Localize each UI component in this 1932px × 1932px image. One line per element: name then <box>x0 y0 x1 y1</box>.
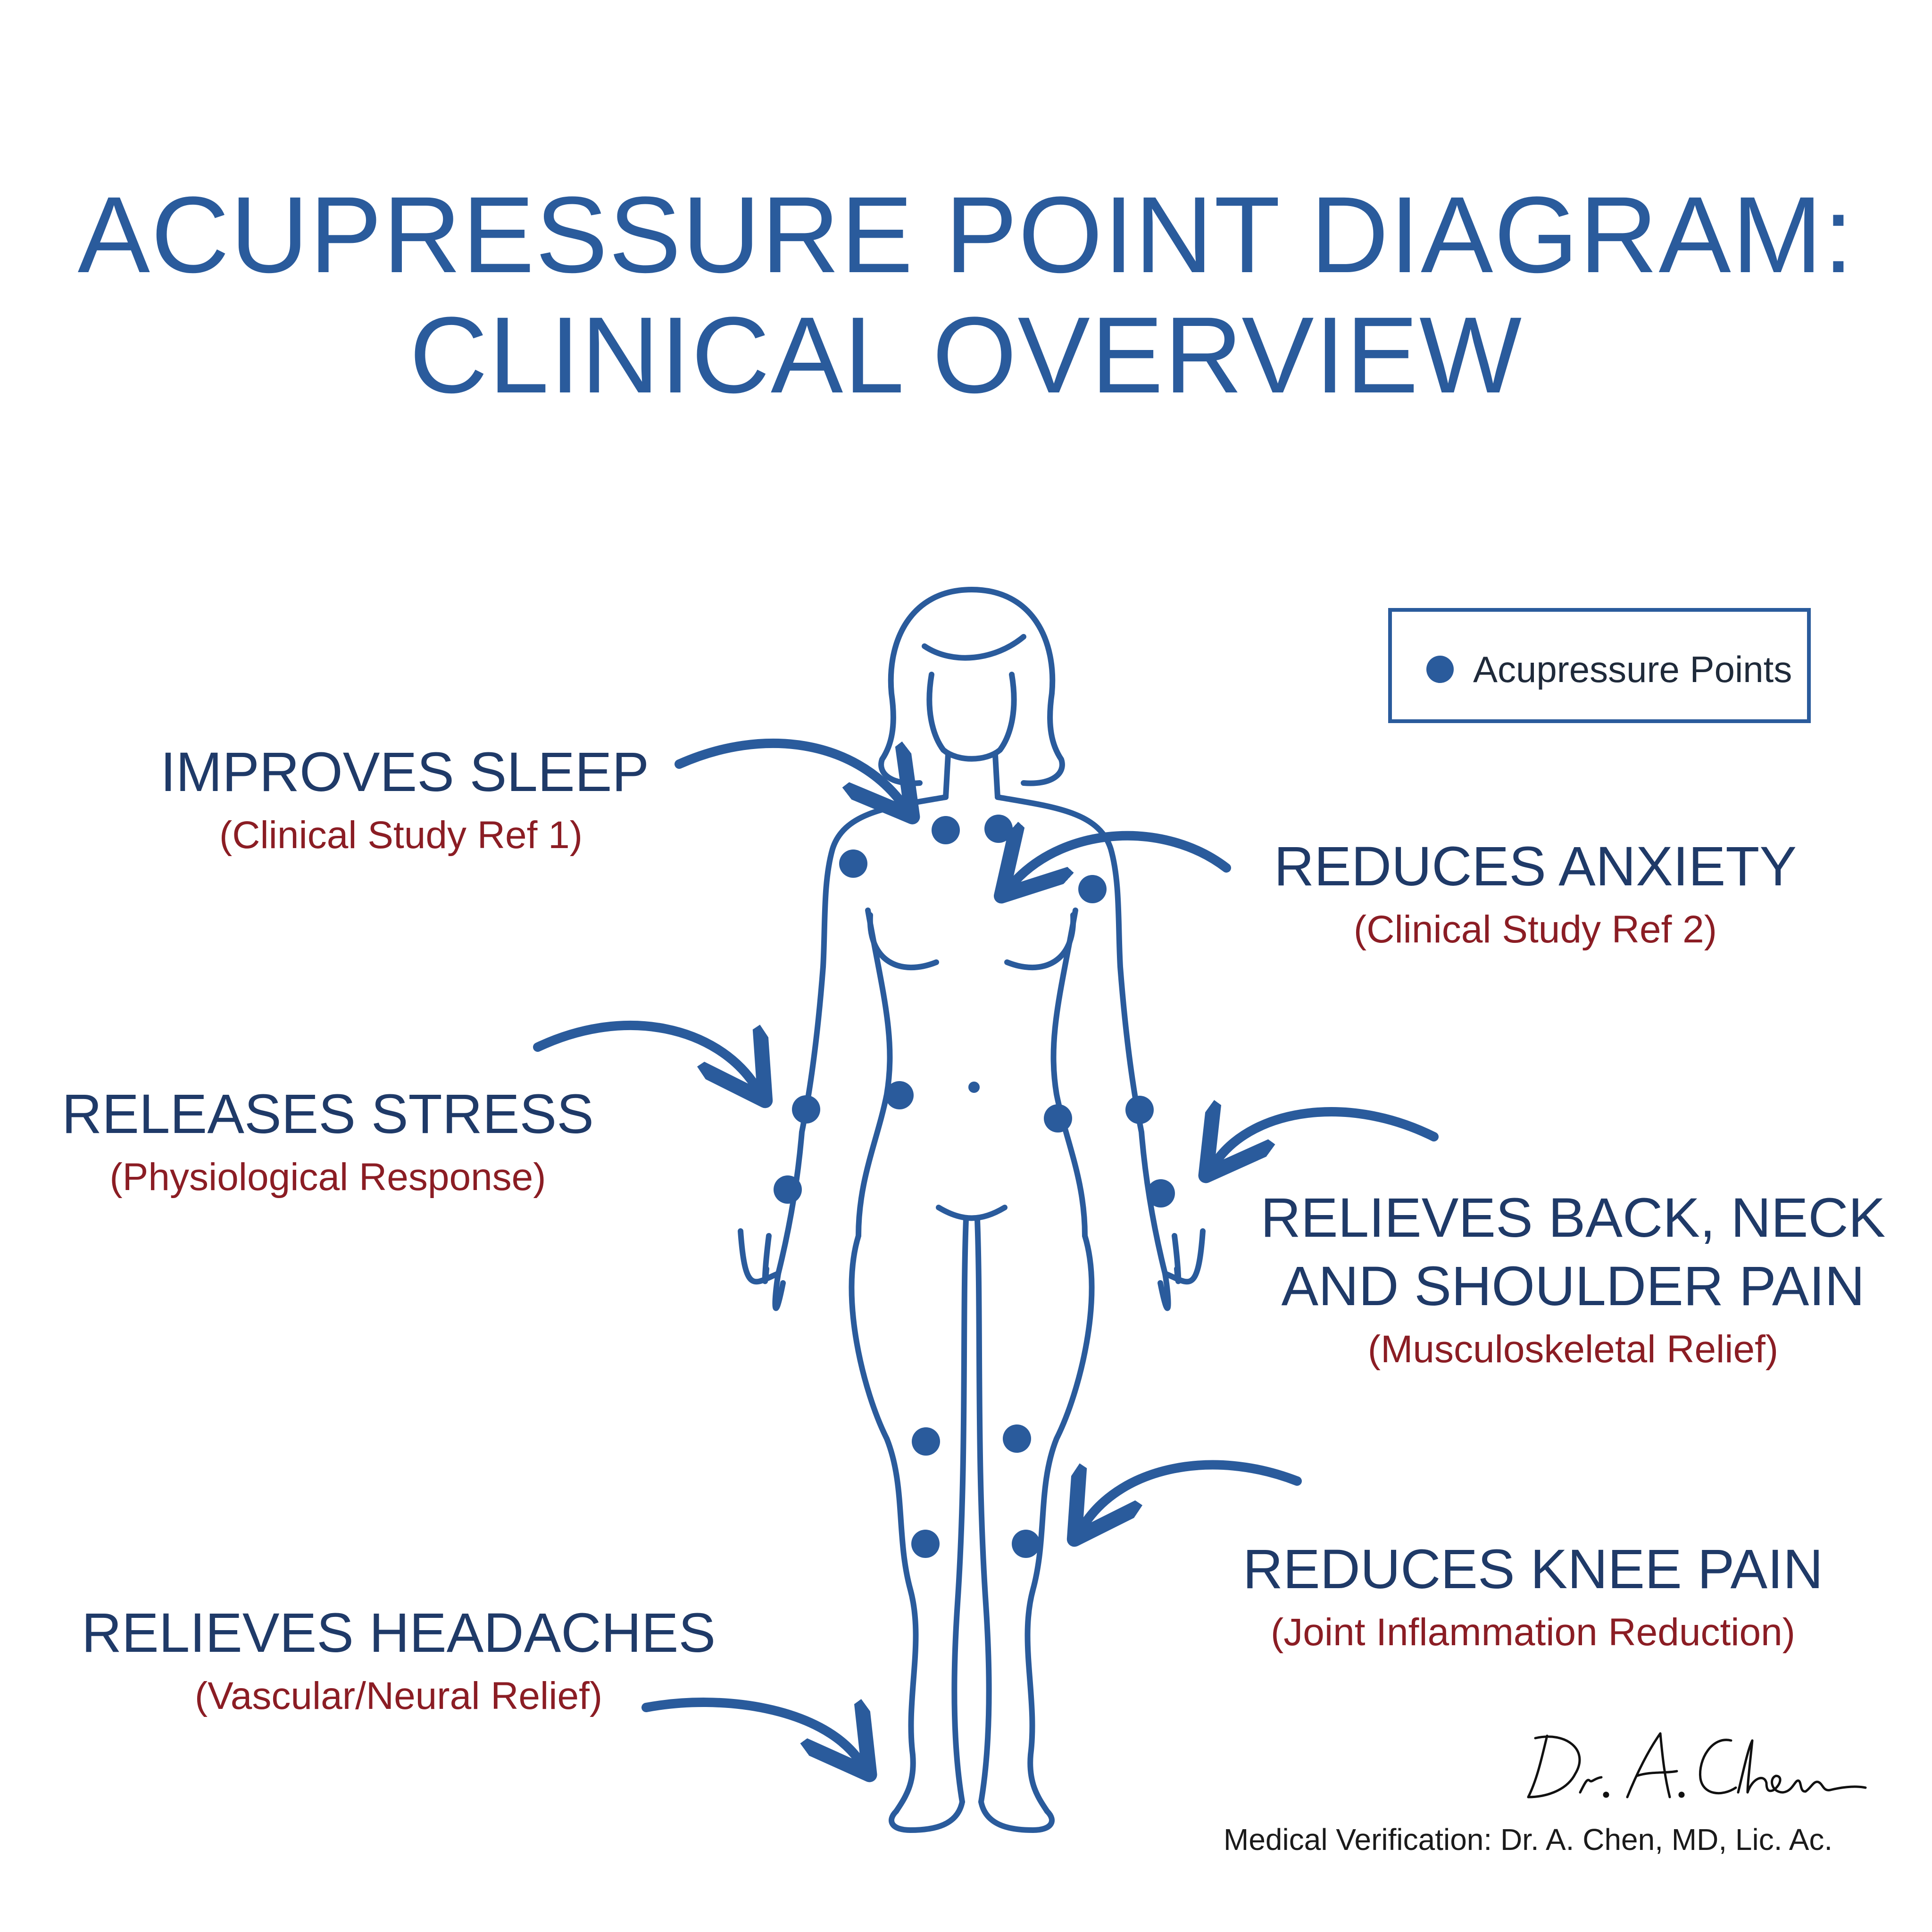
arrow-sleep <box>675 738 901 802</box>
legend-marker-icon <box>1426 656 1454 683</box>
page-title: ACUPRESSURE POINT DIAGRAM: CLINICAL OVER… <box>0 175 1932 415</box>
benefit-improves-sleep: IMPROVES SLEEP (Clinical Study Ref 1) <box>160 738 650 860</box>
benefit-arrows <box>533 738 1439 1759</box>
benefit-heading-line-2: AND SHOULDER PAIN <box>1281 1255 1865 1317</box>
legend-label: Acupressure Points <box>1473 649 1792 690</box>
arrow-anxiety <box>1014 836 1231 882</box>
benefit-reduces-anxiety: REDUCES ANXIETY (Clinical Study Ref 2) <box>1252 833 1818 954</box>
benefit-relieves-headaches: RELIEVES HEADACHES (Vascular/Neural Reli… <box>66 1599 731 1721</box>
benefit-reduces-knee-pain: REDUCES KNEE PAIN (Joint Inflammation Re… <box>1217 1535 1849 1657</box>
arrow-headaches <box>641 1698 858 1759</box>
benefit-source: (Physiological Response) <box>109 1156 546 1199</box>
benefit-heading: REDUCES KNEE PAIN <box>1242 1538 1824 1600</box>
acupressure-point <box>792 1095 820 1124</box>
acupressure-points <box>774 815 1175 1558</box>
benefit-heading: REDUCES ANXIETY <box>1274 835 1797 898</box>
page-title-line-2: CLINICAL OVERVIEW <box>409 294 1523 416</box>
acupressure-point <box>839 849 867 878</box>
acupressure-point <box>1003 1424 1031 1453</box>
acupressure-point <box>932 816 960 844</box>
acupressure-point <box>1012 1530 1040 1558</box>
acupressure-point <box>1147 1179 1175 1208</box>
benefit-source: (Clinical Study Ref 1) <box>219 814 583 857</box>
signature <box>1527 1732 1867 1799</box>
benefit-source: (Joint Inflammation Reduction) <box>1270 1611 1796 1654</box>
acupressure-point <box>885 1081 914 1109</box>
arrow-knee <box>1085 1460 1302 1524</box>
benefit-heading: RELEASES STRESS <box>62 1083 594 1145</box>
acupressure-point <box>1078 875 1107 903</box>
benefit-source: (Musculoskeletal Relief) <box>1367 1328 1779 1371</box>
benefit-heading-line-1: RELIEVES BACK, NECK <box>1260 1187 1886 1249</box>
acupressure-point <box>984 815 1013 843</box>
acupressure-point <box>774 1175 802 1204</box>
arrow-back-neck-shoulder <box>1217 1112 1439 1160</box>
acupressure-point <box>912 1427 940 1456</box>
benefit-source: (Clinical Study Ref 2) <box>1353 908 1717 951</box>
benefit-source: (Vascular/Neural Relief) <box>194 1674 603 1717</box>
arrow-stress <box>533 1021 755 1085</box>
body-outline <box>738 587 1206 1833</box>
benefit-heading: RELIEVES HEADACHES <box>81 1602 716 1664</box>
acupressure-point <box>1125 1096 1154 1124</box>
page-title-line-1: ACUPRESSURE POINT DIAGRAM: <box>77 174 1855 295</box>
benefit-relieves-back-neck-shoulder-pain: RELIEVES BACK, NECK AND SHOULDER PAIN (M… <box>1255 1184 1891 1374</box>
benefit-releases-stress: RELEASES STRESS (Physiological Response) <box>61 1080 594 1202</box>
benefit-heading: IMPROVES SLEEP <box>160 741 650 803</box>
acupressure-point <box>911 1530 940 1558</box>
acupressure-point <box>1044 1104 1072 1133</box>
legend: Acupressure Points <box>1388 608 1811 723</box>
medical-verification: Medical Verification: Dr. A. Chen, MD, L… <box>1224 1823 1833 1857</box>
